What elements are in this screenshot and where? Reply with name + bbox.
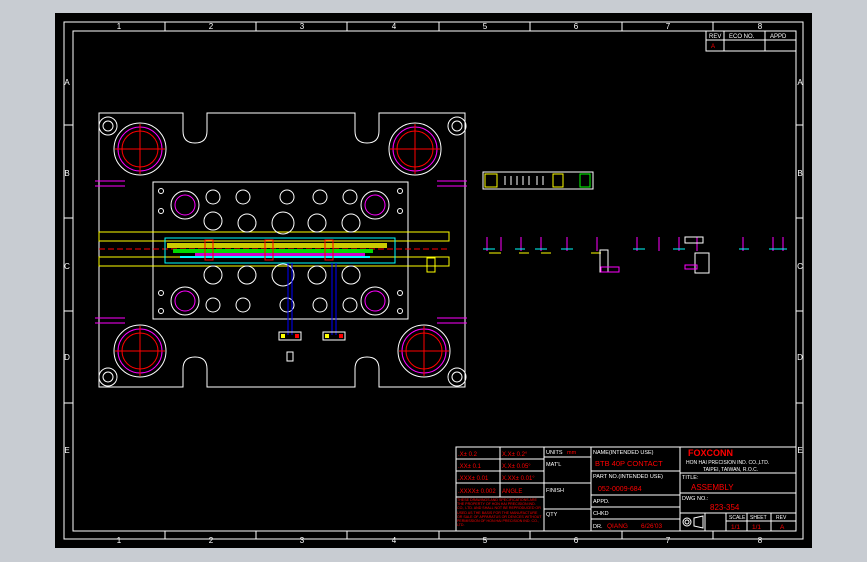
foxconn-logo: FOXCONN xyxy=(688,448,733,458)
col-label-6-bottom: 6 xyxy=(574,536,579,545)
col-label-1: 1 xyxy=(117,22,122,31)
tol-ang-0: X.X± 0.2° xyxy=(502,452,528,458)
dwg-label: DWG NO.: xyxy=(682,496,709,502)
col-label-4: 4 xyxy=(392,22,397,31)
sheet-label: SHEET xyxy=(750,515,767,521)
guide-posts xyxy=(98,116,467,387)
row-label-d: D xyxy=(64,353,70,362)
col-label-4-bottom: 4 xyxy=(392,536,397,545)
strip-layout-preview xyxy=(482,171,594,190)
lifter-details xyxy=(278,331,346,362)
sheet-value: 1/1 xyxy=(752,524,761,531)
units-value: mm xyxy=(567,450,577,456)
title-value: ASSEMBLY xyxy=(691,483,734,492)
tol-ang-1: X.X± 0.05° xyxy=(502,464,531,470)
die-assembly-top-view xyxy=(95,112,467,388)
row-label-e-right: E xyxy=(797,446,802,455)
part-label: PART NO.(INTENDED USE) xyxy=(593,474,663,480)
col-label-8-bottom: 8 xyxy=(758,536,763,545)
dr-label: DR. xyxy=(593,524,603,530)
drawing-svg: 1 2 3 4 5 6 7 8 1 2 3 4 5 6 7 8 A B C D … xyxy=(63,21,804,545)
title-label: TITLE: xyxy=(682,475,699,481)
revision-block: REV ECO NO. APPD A xyxy=(705,30,797,52)
projection-symbol-icon xyxy=(682,515,704,529)
col-label-6: 6 xyxy=(574,22,579,31)
row-label-c-right: C xyxy=(797,262,803,271)
date-value: 6/26'03 xyxy=(641,523,663,530)
col-label-5: 5 xyxy=(483,22,488,31)
strip-parts xyxy=(167,239,387,261)
tol-ang-2: X.XX± 0.01° xyxy=(502,476,535,482)
rev-value-title: A xyxy=(780,524,785,531)
stripper-plate xyxy=(152,181,409,320)
row-label-d-right: D xyxy=(797,353,803,362)
cad-drawing-canvas[interactable]: 1 2 3 4 5 6 7 8 1 2 3 4 5 6 7 8 A B C D … xyxy=(55,13,812,548)
col-label-2-bottom: 2 xyxy=(209,536,214,545)
outer-border xyxy=(63,21,804,540)
rev-label: REV xyxy=(776,515,787,521)
rev-header: REV xyxy=(709,34,721,40)
appd-label: APPD. xyxy=(593,499,610,505)
tol-ang-3: ANGLE xyxy=(502,489,522,495)
station-sections xyxy=(483,236,787,274)
col-label-3-bottom: 3 xyxy=(300,536,305,545)
title-block: .X± 0.2 X.X± 0.2° .XX± 0.1 X.X± 0.05° .X… xyxy=(455,446,797,532)
col-label-7-bottom: 7 xyxy=(666,536,671,545)
appd-header: APPD xyxy=(770,34,787,40)
eco-header: ECO NO. xyxy=(729,34,755,40)
grid-ticks xyxy=(64,22,803,539)
row-label-b: B xyxy=(64,169,69,178)
tol-lin-0: .X± 0.2 xyxy=(458,452,478,458)
scale-label: SCALE xyxy=(729,515,746,521)
row-label-c: C xyxy=(64,262,70,271)
scale-value: 1/1 xyxy=(731,524,740,531)
lifter-pins xyxy=(287,263,337,335)
die-plate-outline xyxy=(98,112,466,388)
punch-holes xyxy=(158,188,403,316)
side-bolts xyxy=(95,180,467,324)
row-label-b-right: B xyxy=(797,169,802,178)
row-label-e: E xyxy=(64,446,69,455)
col-label-1-bottom: 1 xyxy=(117,536,122,545)
chkd-label: CHKD xyxy=(593,511,609,517)
row-label-a: A xyxy=(64,78,70,87)
company-line1: HON HAI PRECISION IND. CO.,LTD. xyxy=(686,460,769,466)
units-label: UNITS xyxy=(546,450,563,456)
tol-lin-1: .XX± 0.1 xyxy=(458,464,482,470)
name-label: NAME(INTENDED USE) xyxy=(593,450,654,456)
col-label-3: 3 xyxy=(300,22,305,31)
tol-lin-2: .XXX± 0.01 xyxy=(458,476,489,482)
dr-value: QIANG xyxy=(607,523,628,530)
col-label-8: 8 xyxy=(758,22,763,31)
company-line2: TAIPEI, TAIWAN, R.O.C. xyxy=(703,467,758,473)
col-label-5-bottom: 5 xyxy=(483,536,488,545)
tol-lin-3: .XXXX± 0.002 xyxy=(458,489,496,495)
col-label-2: 2 xyxy=(209,22,214,31)
row-label-a-right: A xyxy=(797,78,803,87)
proprietary-notice: THESE DRAWINGS AND SPECIFICATIONS ARE TH… xyxy=(457,498,542,528)
qty-label: QTY xyxy=(546,512,558,518)
part-value: 052-0009-684 xyxy=(598,486,642,493)
name-value: BTB 40P CONTACT xyxy=(595,459,663,468)
matl-label: MAT'L xyxy=(546,462,561,468)
col-label-7: 7 xyxy=(666,22,671,31)
inner-border xyxy=(72,30,797,532)
finish-label: FINISH xyxy=(546,488,564,494)
dwg-value: 823-354 xyxy=(710,503,740,512)
rev-value: A xyxy=(711,44,715,50)
